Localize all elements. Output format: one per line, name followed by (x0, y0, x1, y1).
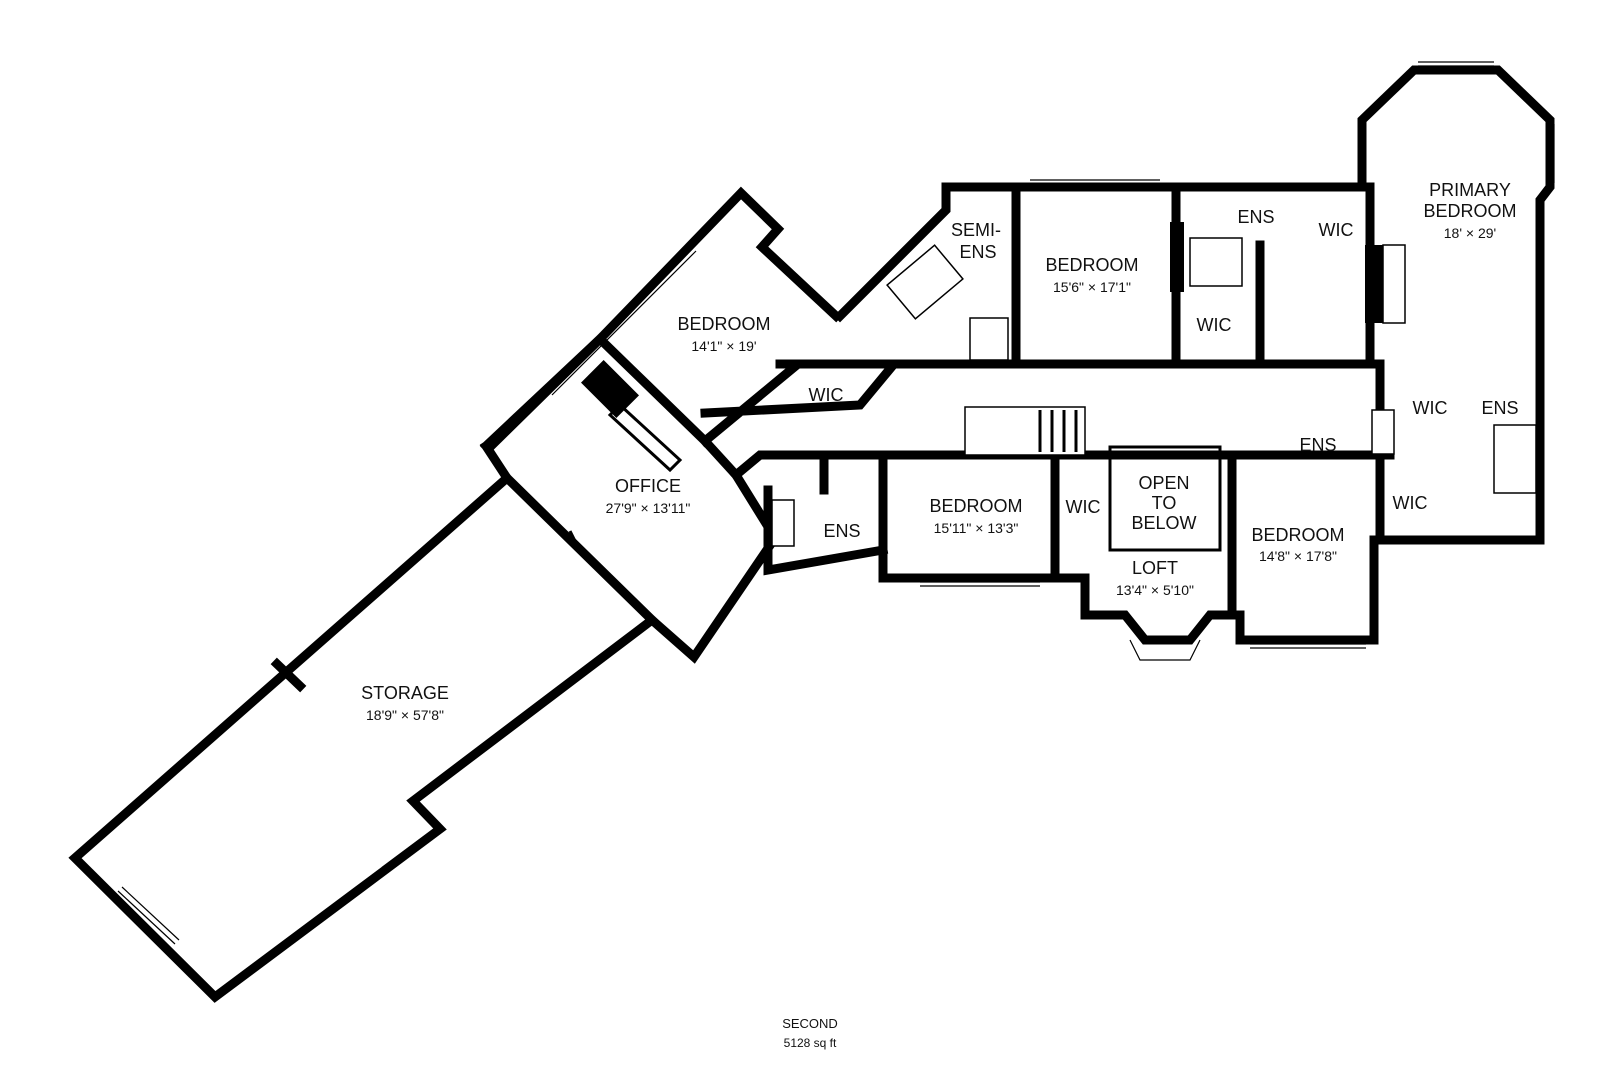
lower-center-walls (878, 450, 1385, 645)
bedroom-top-center-label: BEDROOM (1045, 255, 1138, 275)
office-door (568, 530, 580, 548)
bedroom-left-dims: 14'1" × 19' (691, 338, 756, 354)
primary-bedroom-walls (1357, 65, 1555, 545)
wic-right-upper-label: WIC (1413, 398, 1448, 418)
wic-left-label: WIC (809, 385, 844, 405)
fireplace-block (581, 360, 639, 418)
primary-bedroom-label-2: BEDROOM (1423, 201, 1516, 221)
ens-lower-left-label: ENS (823, 521, 860, 541)
fireplace-hearth (607, 402, 683, 473)
left-bedroom-inner (698, 359, 904, 448)
tub-ens-lower-right (1371, 409, 1395, 455)
closet-block (1170, 222, 1184, 292)
wic-top-label: WIC (1319, 220, 1354, 240)
primary-fireplace (1365, 245, 1383, 323)
stair-treads (1038, 410, 1078, 452)
storage-notch (270, 657, 307, 693)
ens-right-label: ENS (1481, 398, 1518, 418)
loft-label: LOFT (1132, 558, 1178, 578)
stairs (964, 406, 1086, 456)
primary-window (1418, 61, 1555, 183)
lower-center-window (920, 581, 1040, 587)
lower-right-bedroom-window (1250, 643, 1366, 649)
storage-walls (68, 471, 659, 1003)
left-bedroom-window (547, 246, 697, 396)
storage-dims: 18'9" × 57'8" (366, 707, 444, 723)
primary-hearth (1382, 244, 1406, 324)
shower-semi-ens (969, 317, 1009, 361)
open-to-below-label-2: TO (1152, 493, 1177, 513)
lower-left-ens-walls (763, 450, 889, 576)
open-to-below-label-3: BELOW (1131, 513, 1196, 533)
bedroom-lower-right-dims: 14'8" × 17'8" (1259, 548, 1337, 564)
bedroom-lower-center-dims: 15'11" × 13'3" (934, 520, 1019, 536)
loft-windows (1129, 639, 1201, 661)
shower-ens-top (1189, 237, 1243, 287)
open-to-below-edge (1108, 445, 1222, 552)
ens-top-label: ENS (1237, 207, 1274, 227)
bathtub-semi-ens (886, 244, 964, 320)
primary-bedroom-dims: 18' × 29' (1444, 225, 1496, 241)
wic-lower-center-label: WIC (1066, 497, 1101, 517)
wic-right-lower-label: WIC (1393, 493, 1428, 513)
wic-mid-top-label: WIC (1197, 315, 1232, 335)
top-window (1030, 179, 1160, 185)
top-center-walls (833, 182, 1375, 369)
semi-ens-label: SEMI- (951, 220, 1001, 240)
office-dims: 27'9" × 13'11" (606, 500, 691, 516)
ens-lower-right-label: ENS (1299, 435, 1336, 455)
semi-ens-label-2: ENS (959, 242, 996, 262)
storage-label: STORAGE (361, 683, 449, 703)
bedroom-lower-right-label: BEDROOM (1251, 525, 1344, 545)
loft-dims: 13'4" × 5'10" (1116, 582, 1194, 598)
open-to-below-label: OPEN (1138, 473, 1189, 493)
bedroom-lower-center-label: BEDROOM (929, 496, 1022, 516)
office-label: OFFICE (615, 476, 681, 496)
storage-window (117, 886, 180, 945)
tub-lower-ens (771, 499, 795, 547)
floor-area: 5128 sq ft (783, 1036, 837, 1050)
primary-bedroom-label: PRIMARY (1429, 180, 1511, 200)
bedroom-top-center-dims: 15'6" × 17'1" (1053, 279, 1131, 295)
primary-tub (1493, 424, 1537, 494)
floor-name: SECOND (782, 1016, 838, 1031)
bedroom-left-label: BEDROOM (677, 314, 770, 334)
